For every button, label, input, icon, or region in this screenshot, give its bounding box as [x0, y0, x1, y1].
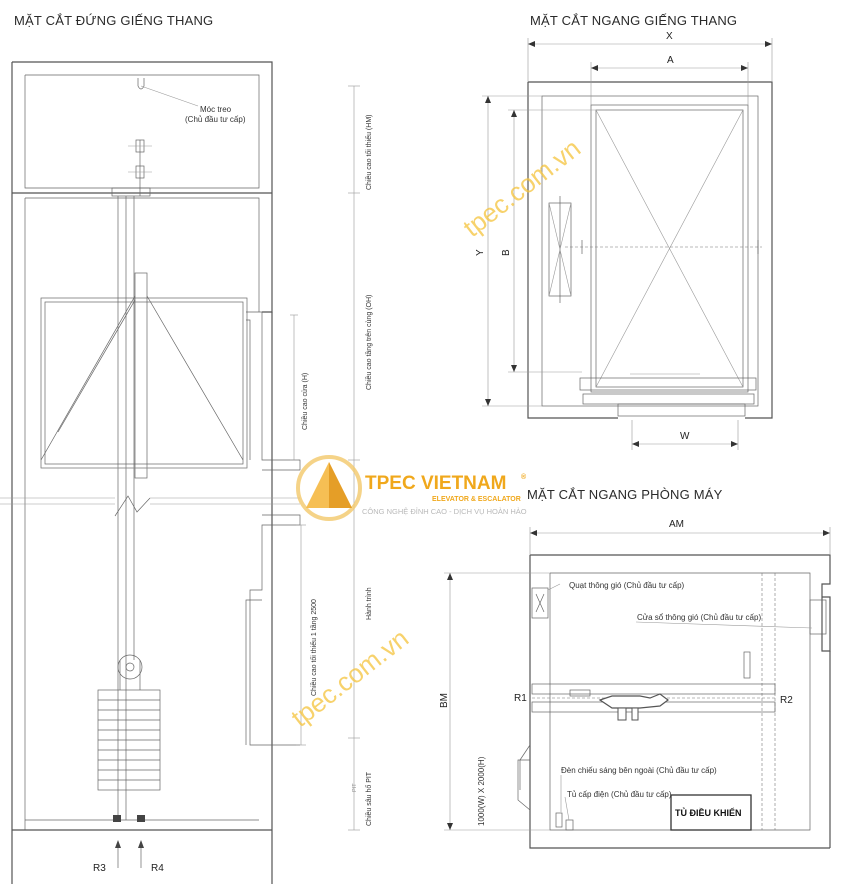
vertical-section-drawing — [0, 61, 360, 884]
hook-label-line2: (Chủ đầu tư cấp) — [185, 115, 246, 124]
dim-a-label: A — [667, 55, 674, 66]
control-cabinet — [670, 794, 752, 831]
machine-room-plan-title: MẶT CẮT NGANG PHÒNG MÁY — [527, 487, 723, 502]
light-label: Đèn chiếu sáng bên ngoài (Chủ đầu tư cấp… — [561, 766, 717, 775]
shaft-plan-title: MẶT CẮT NGANG GIẾNG THANG — [530, 13, 737, 28]
tpec-logo: TPEC VIETNAM ® ELEVATOR & ESCALATOR CÔNG… — [296, 455, 527, 521]
dim-am-label: AM — [669, 519, 684, 530]
logo-emblem-ring — [296, 455, 362, 521]
shaft-plan-drawing — [482, 38, 773, 450]
reaction-r4-label: R4 — [151, 863, 164, 874]
vertical-section-title: MẶT CẮT ĐỨNG GIẾNG THANG — [14, 13, 213, 28]
dim-min-floor-label: Chiều cao tối thiểu 1 tầng 2500 — [309, 599, 318, 696]
reaction-r3-label: R3 — [93, 863, 106, 874]
dim-y-label: Y — [475, 249, 486, 256]
logo-subtitle: ELEVATOR & ESCALATOR — [432, 496, 521, 503]
dim-b-label: B — [501, 249, 512, 256]
reaction-r2-label: R2 — [780, 695, 793, 706]
counterweight-plates — [98, 699, 160, 781]
logo-registered: ® — [521, 473, 527, 481]
power-label: Tủ cấp điện (Chủ đầu tư cấp) — [567, 790, 672, 799]
cabinet-label: TỦ ĐIỀU KHIỂN — [675, 807, 742, 818]
hook-label-line1: Móc treo — [200, 105, 232, 114]
dim-bm-label: BM — [439, 693, 450, 708]
dim-pit-label: Chiều sâu hố PIT — [364, 771, 373, 826]
logo-name: TPEC VIETNAM — [365, 473, 506, 494]
door-size-label: 1000(W) X 2000(H) — [477, 756, 486, 826]
dim-oh-label: Chiều cao tầng trên cùng (OH) — [364, 295, 373, 390]
dim-pit-small-label: PIT — [352, 783, 358, 792]
dim-w-label: W — [680, 431, 690, 442]
logo-tagline: CÔNG NGHỆ ĐỈNH CAO - DỊCH VỤ HOÀN HẢO — [362, 507, 527, 516]
fan-label: Quạt thông gió (Chủ đầu tư cấp) — [569, 581, 685, 590]
dim-travel-label: Hành trình — [366, 587, 373, 620]
dim-hm-label: Chiều cao tối thiểu (HM) — [364, 115, 373, 190]
dim-h-label: Chiều cao cửa (H) — [300, 373, 309, 430]
machine-room-drawing — [444, 527, 831, 849]
window-label: Cửa sổ thông gió (Chủ đầu tư cấp) — [637, 613, 761, 622]
reaction-r1-label: R1 — [514, 693, 527, 704]
watermark-top: tpec.com.vn — [457, 133, 586, 243]
dim-x-label: X — [666, 31, 673, 42]
watermark-bottom: tpec.com.vn — [285, 623, 414, 733]
